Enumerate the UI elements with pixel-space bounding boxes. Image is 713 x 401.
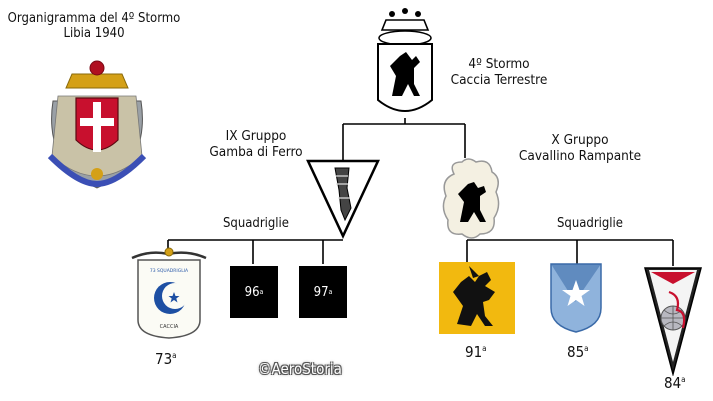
sq91-number-value: 91	[465, 343, 483, 361]
sq96-number-value: 96	[244, 284, 260, 300]
title-line-1: Organigramma del 4º Stormo	[7, 11, 181, 26]
sq85-star-shield-icon	[550, 263, 602, 333]
chart-title: Organigramma del 4º Stormo Libia 1940	[4, 11, 184, 41]
cavallino-rampante-cloud-icon	[442, 158, 500, 239]
x-squadriglie-label: Squadriglie	[556, 216, 624, 231]
ix-squadriglie-label: Squadriglie	[222, 216, 290, 231]
svg-text:CACCIA: CACCIA	[160, 324, 179, 330]
x-gruppo-name: X Gruppo	[551, 132, 609, 148]
svg-text:73 SQUADRIGLIA: 73 SQUADRIGLIA	[150, 268, 189, 274]
ix-gruppo-name: IX Gruppo	[225, 128, 287, 144]
sq85-number-value: 85	[567, 343, 585, 361]
stormo-prancing-horse-shield-icon	[377, 8, 433, 112]
stormo-name: 4º Stormo	[468, 56, 530, 72]
sq85-ordinal: a	[584, 344, 589, 353]
sq85-number: 85a	[567, 343, 589, 361]
sq73-number: 73a	[155, 350, 177, 368]
sq84-ordinal: a	[681, 375, 686, 384]
sq84-number: 84a	[664, 374, 686, 392]
ix-gruppo-motto: Gamba di Ferro	[209, 144, 303, 160]
x-gruppo-label: X Gruppo Cavallino Rampante	[512, 132, 648, 164]
savoy-coat-of-arms-icon	[47, 60, 147, 189]
gamba-di-ferro-triangle-icon	[306, 159, 380, 239]
title-line-2: Libia 1940	[63, 26, 125, 41]
sq97-ordinal: a	[328, 288, 333, 296]
sq84-pennant-icon	[644, 267, 702, 376]
sq91-ordinal: a	[482, 344, 487, 353]
sq73-number-value: 73	[155, 350, 173, 368]
sq91-number: 91a	[465, 343, 487, 361]
x-gruppo-motto: Cavallino Rampante	[518, 148, 642, 164]
sq91-griffin-icon	[439, 262, 515, 334]
sq84-number-value: 84	[664, 374, 682, 392]
ix-gruppo-label: IX Gruppo Gamba di Ferro	[196, 128, 316, 160]
stormo-label: 4º Stormo Caccia Terrestre	[444, 56, 554, 88]
sq96-ordinal: a	[259, 288, 264, 296]
sq97-number-value: 97	[313, 284, 329, 300]
stormo-role: Caccia Terrestre	[450, 72, 548, 88]
sq73-crescent-star-shield-icon: 73 SQUADRIGLIA CACCIA	[131, 247, 207, 339]
aerostoria-watermark: ©AeroStoria	[258, 360, 342, 378]
sq73-ordinal: a	[172, 351, 177, 360]
